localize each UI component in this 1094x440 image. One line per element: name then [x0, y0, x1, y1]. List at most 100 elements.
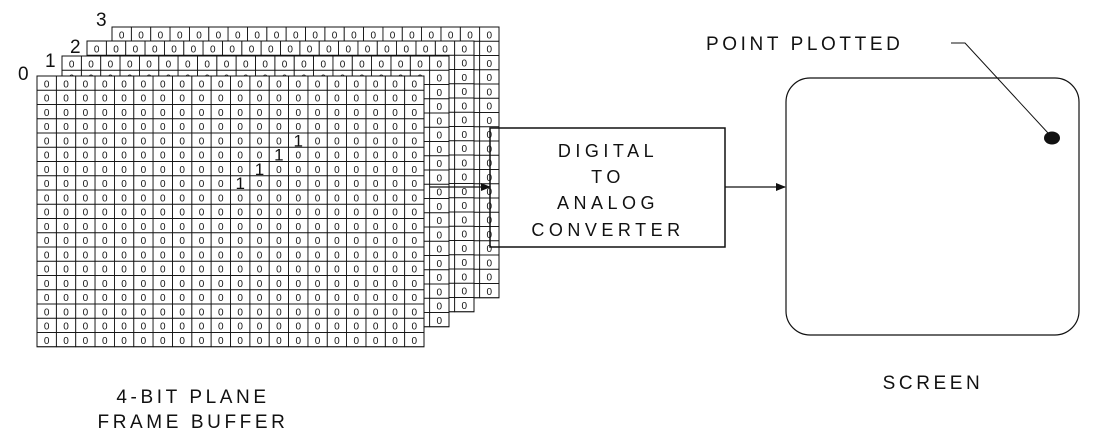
bit-cell-value: 0 — [373, 108, 379, 119]
bit-cell-value: 0 — [315, 193, 321, 204]
bit-cell-value: 0 — [462, 144, 468, 155]
bit-cell-value: 0 — [63, 250, 69, 261]
bit-cell-value: 0 — [437, 273, 443, 284]
bit-cell-value: 0 — [218, 322, 224, 333]
bit-cell-value: 0 — [160, 336, 166, 347]
bit-cell-value: 0 — [179, 122, 185, 133]
bit-cell-value: 0 — [276, 336, 282, 347]
bit-cell-value: 0 — [141, 193, 147, 204]
bit-cell-value: 0 — [237, 322, 243, 333]
bit-cell-value: 0 — [199, 222, 205, 233]
bit-cell-value: 0 — [44, 307, 50, 318]
bit-cell-value: 0 — [254, 30, 260, 41]
bit-cell-value: 0 — [276, 122, 282, 133]
bit-cell-value: 0 — [102, 236, 108, 247]
bit-cell-value: 0 — [392, 208, 398, 219]
frame-buffer-caption-line2: FRAME BUFFER — [98, 412, 289, 433]
bit-cell-value: 0 — [334, 279, 340, 290]
bit-cell-value: 0 — [276, 236, 282, 247]
bit-cell-value: 0 — [121, 307, 127, 318]
bit-cell-value: 0 — [83, 94, 89, 105]
bit-cell-value: 0 — [141, 136, 147, 147]
bit-cell-value: 0 — [412, 79, 418, 90]
bit-cell-value: 0 — [218, 94, 224, 105]
bit-cell-value: 0 — [315, 151, 321, 162]
bit-cell-value: 0 — [448, 30, 454, 41]
bit-cell-value: 0 — [121, 279, 127, 290]
bit-cell-value: 0 — [83, 151, 89, 162]
bit-cell-value: 0 — [102, 322, 108, 333]
bit-cell-value: 0 — [462, 272, 468, 283]
bit-cell-value: 0 — [412, 236, 418, 247]
bit-cell-value: 0 — [487, 87, 493, 98]
bit-cell-value: 0 — [63, 108, 69, 119]
bit-cell-value: 0 — [199, 79, 205, 90]
bit-cell-value: 0 — [462, 201, 468, 212]
bit-cell-value: 0 — [102, 179, 108, 190]
bit-cell-value: 0 — [437, 102, 443, 113]
bit-cell-value: 0 — [353, 79, 359, 90]
bit-cell-value: 0 — [102, 250, 108, 261]
bit-cell-value: 0 — [373, 122, 379, 133]
bit-cell-value: 0 — [276, 79, 282, 90]
bit-cell-value: 0 — [462, 301, 468, 312]
bit-cell-value: 0 — [295, 79, 301, 90]
bit-cell-value: 0 — [121, 179, 127, 190]
bit-cell-value: 0 — [315, 179, 321, 190]
bit-cell-value: 0 — [160, 279, 166, 290]
bit-cell-value: 0 — [373, 179, 379, 190]
bit-cell-value: 0 — [315, 122, 321, 133]
bit-cell-value: 0 — [392, 279, 398, 290]
bit-cell-value: 0 — [437, 116, 443, 127]
bit-cell-value: 0 — [218, 136, 224, 147]
bit-cell-value: 0 — [373, 322, 379, 333]
bit-cell-value: 0 — [334, 322, 340, 333]
bit-cell-value: 0 — [315, 208, 321, 219]
bit-cell-value: 0 — [351, 30, 357, 41]
bit-cell-value: 0 — [442, 44, 448, 55]
bit-cell-value: 0 — [141, 151, 147, 162]
bit-cell-value: 0 — [102, 151, 108, 162]
bit-cell-value: 0 — [83, 265, 89, 276]
bit-cell-value: 0 — [384, 44, 390, 55]
bit-cell-value: 0 — [295, 250, 301, 261]
bit-cell-value: 0 — [315, 94, 321, 105]
bit-cell-value: 0 — [121, 265, 127, 276]
bit-cell-value: 0 — [392, 336, 398, 347]
bit-cell-value: 0 — [83, 179, 89, 190]
bit-cell-value: 0 — [160, 151, 166, 162]
bit-cell-value: 0 — [63, 179, 69, 190]
bit-cell-value: 0 — [44, 193, 50, 204]
bit-cell-value: 0 — [196, 30, 202, 41]
bit-cell-value: 0 — [295, 108, 301, 119]
bit-cell-value: 0 — [334, 293, 340, 304]
bit-cell-value: 0 — [412, 250, 418, 261]
bit-cell-value: 0 — [179, 136, 185, 147]
bit-cell-value: 0 — [166, 59, 172, 70]
bit-cell-value: 0 — [141, 222, 147, 233]
bit-cell-value: 0 — [412, 208, 418, 219]
bit-cell-value: 0 — [113, 44, 119, 55]
bit-cell-value: 0 — [274, 30, 280, 41]
bit-cell-value: 0 — [373, 236, 379, 247]
bit-cell-value: 0 — [199, 279, 205, 290]
bit-cell-value: 0 — [334, 250, 340, 261]
bit-cell-value: 0 — [437, 245, 443, 256]
bit-cell-value: 0 — [392, 250, 398, 261]
bit-cell-value: 0 — [295, 208, 301, 219]
bit-cell-value: 0 — [160, 136, 166, 147]
bit-cell-value: 0 — [121, 108, 127, 119]
bit-cell-value: 0 — [353, 265, 359, 276]
bit-cell-value: 0 — [334, 122, 340, 133]
bit-cell-value: 0 — [412, 336, 418, 347]
bit-cell-value: 0 — [467, 30, 473, 41]
bit-cell-value: 0 — [353, 136, 359, 147]
bit-cell-value: 0 — [398, 59, 404, 70]
bit-cell-value: 0 — [262, 59, 268, 70]
bit-cell-value: 0 — [102, 265, 108, 276]
bit-cell-value: 0 — [428, 30, 434, 41]
bit-cell-value: 0 — [334, 307, 340, 318]
bit-cell-value: 0 — [412, 136, 418, 147]
bit-cell-value: 0 — [353, 250, 359, 261]
bit-cell-value: 0 — [392, 136, 398, 147]
